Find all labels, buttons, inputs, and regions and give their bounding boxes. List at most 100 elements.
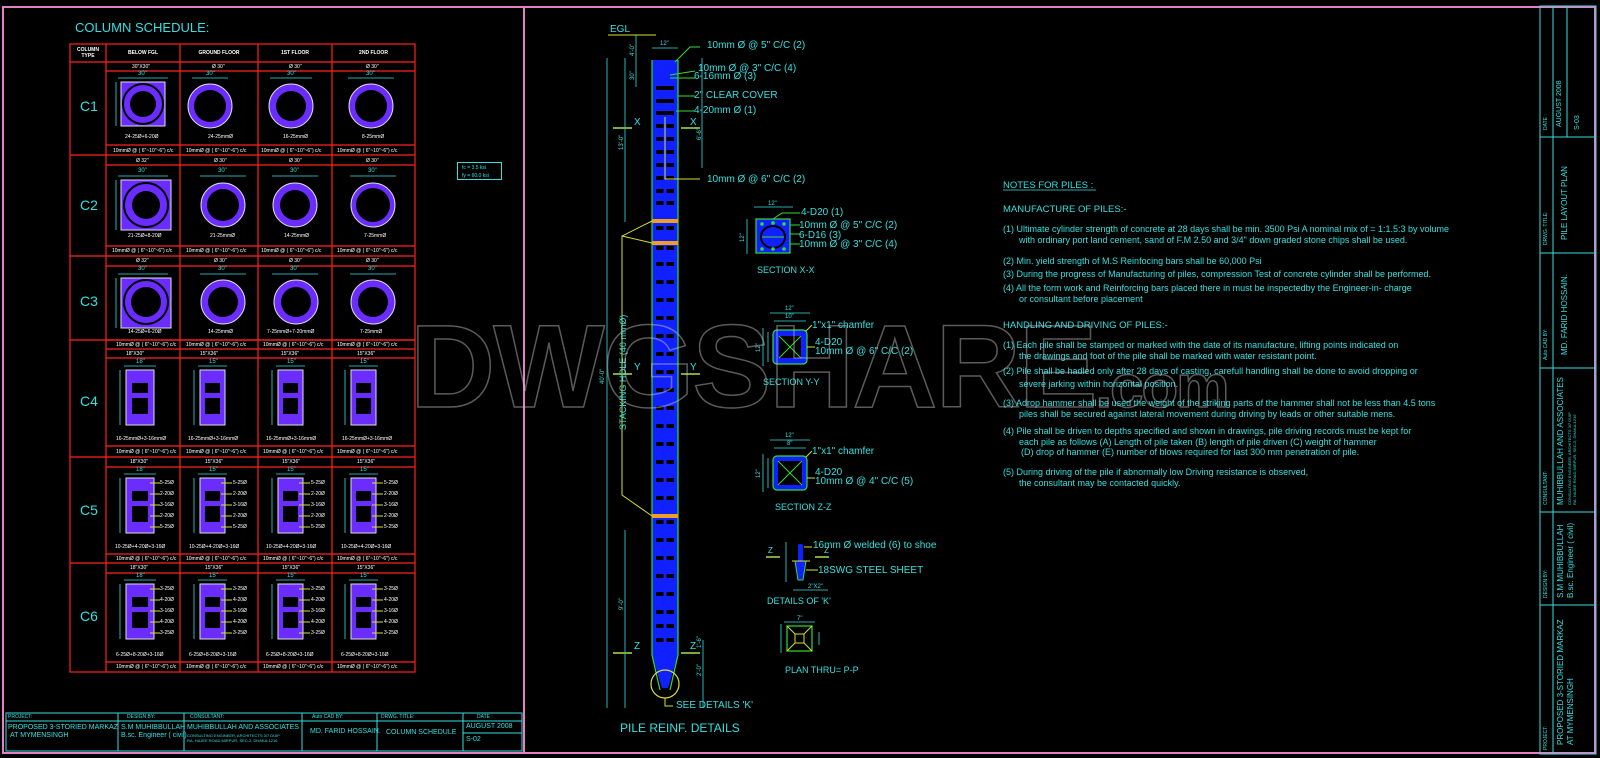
ties-cell: 10mmØ @ ( 6"~10"~6") c/c — [263, 664, 324, 670]
callout: 2-20Ø — [233, 513, 247, 519]
ties-cell: 10mmØ @ ( 6"~10"~6") c/c — [112, 248, 173, 254]
pile-reinf-title: PILE REINF. DETAILS — [620, 721, 740, 735]
zz-dim-h: 12" — [756, 469, 762, 478]
rtb-project-label: PROJECT: — [1543, 725, 1549, 750]
marker-y-right: Y — [690, 362, 697, 373]
callout: 4-20Ø — [160, 597, 174, 603]
dim-label: 15" — [287, 467, 296, 473]
size-cell: 30"X30" — [132, 64, 151, 70]
callout: 4-20Ø — [311, 619, 325, 625]
dim-label: 30" — [138, 71, 147, 77]
yy-dim-w1: 12" — [785, 306, 794, 312]
bars-cell: 14-25mmØ — [284, 233, 310, 239]
bars-cell: 10-25Ø+4-20Ø+3-16Ø — [341, 544, 392, 550]
marker-x-right: X — [690, 117, 697, 128]
size-cell: Ø 30" — [366, 64, 379, 70]
rtb-consultant-label: CONSULTANT: — [1543, 471, 1549, 505]
column-type-c4: C4 — [80, 393, 98, 409]
callout: 3-25Ø — [233, 586, 247, 592]
dim-label: 30" — [287, 71, 296, 77]
callout: 5-25Ø — [160, 480, 174, 486]
callout: 3-25Ø — [311, 586, 325, 592]
callout: 5-25Ø — [311, 480, 325, 486]
column-type-c1: C1 — [80, 98, 98, 114]
section-yy-title: SECTION Y-Y — [763, 377, 820, 387]
egl-label: EGL — [610, 24, 631, 35]
size-cell: 15"X36" — [200, 351, 219, 357]
size-cell: Ø 30" — [366, 258, 379, 264]
size-cell: Ø 30" — [212, 64, 225, 70]
k-dim: 2"X2" — [808, 584, 823, 590]
tb-cad-name: MD. FARID HOSSAIN. — [310, 728, 381, 735]
size-cell: 15"X36" — [357, 459, 376, 465]
dim-30in: 30" — [630, 71, 636, 80]
dim-label: 15" — [360, 573, 369, 579]
bars-cell: 14-25Ø+6-20Ø — [128, 329, 162, 335]
rtb-consultant-name: MUHIBBULLAH AND ASSOCIATES — [1556, 377, 1565, 505]
size-cell: 15"X36" — [282, 565, 301, 571]
handling-title: HANDLING AND DRIVING OF PILES:- — [1003, 320, 1168, 331]
column-schedule-title: COLUMN SCHEDULE: — [75, 20, 210, 35]
callout: 3-16Ø — [384, 608, 398, 614]
dim-label: 30" — [218, 266, 227, 272]
callout: 3-25Ø — [384, 586, 398, 592]
tb-consultant-addr: CONSULTING ENGINEER, ARCHITECTS 3/7 DUIP… — [187, 733, 280, 743]
material-strength-box: fc = 3.5 ksi fy = 60.0 ksi — [457, 162, 502, 180]
size-cell: Ø 32" — [136, 258, 149, 264]
header-below-fgl: BELOW FGL — [128, 50, 158, 56]
bars-cell: 6-25Ø+8-20Ø+3-16Ø — [189, 652, 237, 658]
rtb-date-label: DATE : — [1543, 114, 1549, 130]
marker-z-left: Z — [634, 641, 641, 652]
fc-value: fc = 3.5 ksi — [462, 165, 487, 171]
bars-cell: 6-25Ø+8-20Ø+3-16Ø — [266, 652, 314, 658]
dim-9ft: 9'-0" — [619, 598, 625, 610]
dim-1ft6: 1'-6" — [697, 636, 703, 648]
ties-cell: 10mmØ @ ( 6"~10"~6") c/c — [337, 449, 398, 455]
dim-label: 30" — [138, 168, 147, 174]
details-k-title: DETAILS OF 'K' — [767, 596, 831, 606]
header-column-type: COLUMN TYPE — [77, 47, 99, 59]
manufacture-title: MANUFACTURE OF PILES:- — [1003, 204, 1127, 215]
size-cell: 15"X36" — [281, 351, 300, 357]
callout: 2-20Ø — [233, 491, 247, 497]
see-details-k-label: SEE DETAILS 'K' — [676, 700, 753, 711]
dim-label: 15" — [360, 359, 369, 365]
ties-cell: 10mmØ @ ( 6"~10"~6") c/c — [186, 449, 247, 455]
plan-pp-title: PLAN THRU= P-P — [785, 665, 859, 675]
ties-cell: 10mmØ @ ( 6"~10"~6") c/c — [263, 342, 324, 348]
pile-label-ties-6cc: 10mm Ø @ 6" C/C (2) — [707, 174, 806, 185]
callout: 5-25Ø — [233, 480, 247, 486]
bars-cell: 21-25Ø+8-20Ø — [128, 233, 162, 239]
ties-cell: 10mmØ @ ( 6"~10"~6") c/c — [261, 248, 322, 254]
callout: 3-16Ø — [160, 608, 174, 614]
rtb-title-value: PILE LAYOUT PLAN — [1560, 166, 1569, 240]
size-cell: 18"X30" — [130, 459, 149, 465]
size-cell: Ø 30" — [289, 258, 302, 264]
dim-label: 30" — [368, 266, 377, 272]
tb-consultant-name: MUHIBBULLAH AND ASSOCIATES — [187, 724, 299, 731]
pile-label-16mm: 6-16mm Ø (3) — [694, 71, 757, 82]
callout: 4-20Ø — [384, 597, 398, 603]
tb-design-line1: S.M MUHIBBULLAH — [121, 724, 186, 731]
bars-cell: 16-25mmØ+3-16mmØ — [116, 436, 167, 442]
dim-label: 30" — [368, 168, 377, 174]
notes-title: NOTES FOR PILES : — [1003, 180, 1094, 191]
rtb-design-label: DESIGN BY: — [1543, 569, 1549, 598]
zz-dim-w2: 8" — [787, 441, 793, 447]
size-cell: Ø 30" — [214, 258, 227, 264]
dim-label: 30" — [290, 168, 299, 174]
callout: 3-16Ø — [311, 502, 325, 508]
callout: 4-20Ø — [160, 619, 174, 625]
callout: 4-20Ø — [233, 597, 247, 603]
callout: 2-20Ø — [160, 513, 174, 519]
callout: 5-25Ø — [384, 480, 398, 486]
callout: 3-25Ø — [233, 630, 247, 636]
fy-value: fy = 60.0 ksi — [462, 173, 489, 179]
bars-cell: 21-25mmØ — [210, 233, 236, 239]
ties-cell: 10mmØ @ ( 6"~10"~6") c/c — [263, 556, 324, 562]
tb-project-line2: AT MYMENSINGH — [10, 732, 69, 739]
size-cell: 18"X30" — [130, 565, 149, 571]
bars-cell: 7-25mmØ — [360, 329, 383, 335]
handling-note-2: (2) Pile shall be hadled only after 28 d… — [1003, 366, 1418, 389]
bars-cell: 24-25Ø+6-20Ø — [125, 134, 159, 140]
